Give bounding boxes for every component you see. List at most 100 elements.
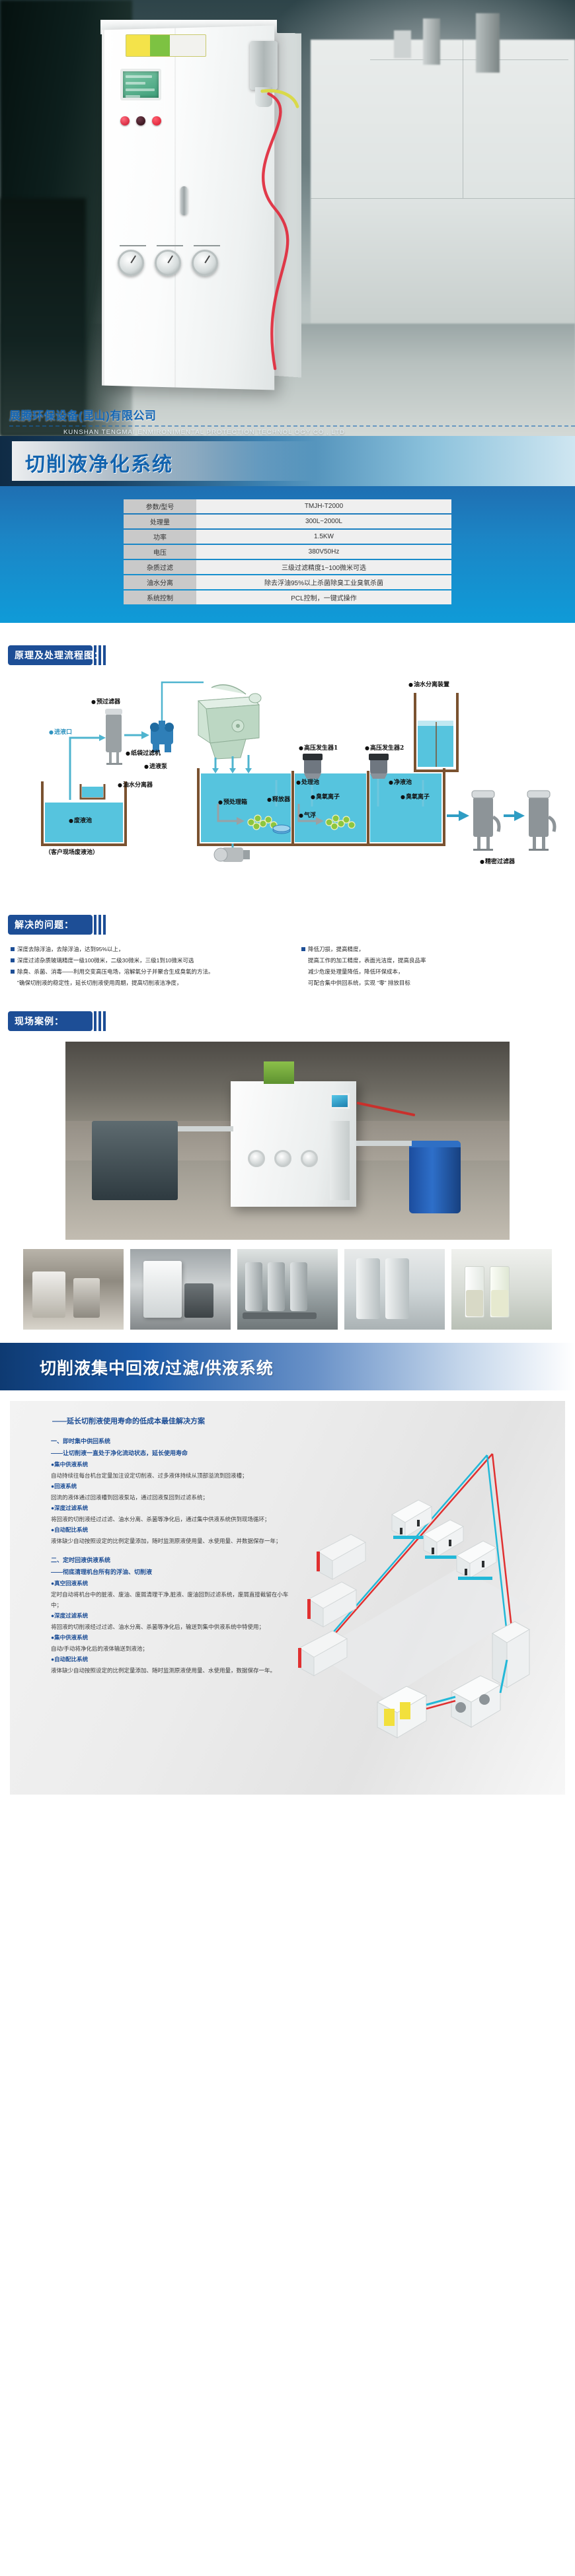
air-filter-unit [250, 41, 278, 90]
case-gauge-1 [248, 1150, 265, 1167]
bottom-item-desc: 自动持续往每台机台定量加注设定切削液、过多液体持续从顶部溢流到回液槽； [51, 1472, 248, 1479]
case-thumb-4[interactable] [344, 1249, 445, 1330]
bottom-item-title: ●真空回液系统 [51, 1580, 89, 1587]
indicator-lamp [136, 116, 145, 125]
company-divider [9, 425, 575, 427]
case-thumb-5[interactable] [451, 1249, 552, 1330]
section-header-problems: 解决的问题： [8, 915, 107, 935]
flow-label-pre-filter: 预过滤器 [91, 697, 120, 705]
bottom-content: ——延长切削液使用寿命的低成本最佳解决方案 一、即时集中供回系统 ——让切削液一直… [10, 1401, 565, 1795]
bottom-item-desc: 定时自动将机台中的脏液、废油、废屑清理干净,脏液、废油回到过滤系统，废屑直接截留… [51, 1591, 289, 1608]
wall-seam [370, 59, 568, 60]
flow-label-paper-bag-filter: 纸袋过滤机 [126, 748, 161, 757]
bottom-text-column: 一、即时集中供回系统——让切削液一直处于净化流动状态，延长使用寿命●集中供液系统… [10, 1435, 294, 1779]
flow-label-inlet: 进液口 [49, 727, 72, 736]
case-waste-tank [92, 1121, 178, 1200]
case-thumb-2[interactable] [130, 1249, 231, 1330]
spec-value-cell: 除去浮油95%以上杀菌除臭工业臭氧杀菌 [196, 575, 451, 589]
page-title: 切削液净化系统 [25, 454, 173, 476]
rear-cylinder [423, 18, 440, 65]
spec-key-cell: 系统控制 [124, 590, 196, 604]
list-item-label: 除臭、杀菌、消毒——利用交变高压电场，溶解氧分子并聚合生成臭氧的方法。 [17, 968, 214, 975]
bottom-item-title: ●深度过滤系统 [51, 1505, 89, 1511]
flow-label-hv-generator-2: 高压发生器2 [365, 743, 404, 752]
section-header-cases-label: 现场案例： [15, 1016, 64, 1026]
company-name-en: KUNSHAN TENGMAI ENMIRONIMENTAL PROTECTIO… [63, 429, 346, 436]
list-item: 除臭、杀菌、消毒——利用交变高压电场，溶解氧分子并聚合生成臭氧的方法。 [11, 966, 278, 978]
flow-label-precision-filter: 精密过滤器 [480, 857, 515, 865]
control-buttons[interactable] [120, 116, 161, 125]
bottom-item-title: ●自动配比系统 [51, 1656, 89, 1663]
case-side-column [330, 1121, 350, 1200]
flow-label-ozone-ion-1: 臭氧离子 [311, 792, 340, 801]
spec-value-cell: 300L~2000L [196, 515, 451, 528]
hero-photo: 展腾环保设备(昆山)有限公司 KUNSHAN TENGMAI ENMIRONIM… [0, 0, 575, 436]
hmi-screen[interactable] [120, 69, 161, 100]
emergency-stop-button[interactable] [120, 116, 130, 125]
flow-label-clean-pool: 净液池 [389, 777, 412, 786]
bottom-block-heading: 一、即时集中供回系统 [51, 1438, 111, 1445]
table-row: 杂质过滤三级过滤精度1~100微米可选 [124, 560, 451, 574]
iso-diagram-svg [298, 1453, 532, 1738]
bottom-item-desc: 将回液的切削液经过过滤、油水分离、杀菌等净化后，输送到集中供液系统中特使用； [51, 1624, 265, 1630]
case-thumbnail-row [23, 1249, 552, 1330]
list-item-label: 提高工作的加工精度，表面光洁度，提高良品率 [308, 957, 426, 964]
table-row: 油水分离除去浮油95%以上杀菌除臭工业臭氧杀菌 [124, 575, 451, 589]
flow-label-oil-water-separator: 油水分离器 [118, 780, 153, 789]
list-item-label: "确保切削液的稳定性，延长切削液使用周期，提高切削液洁净度， [17, 980, 182, 986]
process-flow-diagram: 油水分离装置 高压发生器1 高压发生器2 纸袋过滤机 预过滤器 进液口 进液泵 … [0, 674, 575, 892]
bottom-item-desc: 将回液的切削液经过过滤、油水分离、杀菌等净化后，通过集中供液系统供到现场循环； [51, 1516, 270, 1522]
rear-box [394, 30, 411, 58]
case-gauge-3 [301, 1150, 318, 1167]
spec-key-cell: 油水分离 [124, 575, 196, 589]
problems-left-column: 深度去除浮油，去除浮油，达到95%以上， 深度过滤杂质玻璃精度一级100微米，二级… [11, 944, 278, 989]
case-green-box [264, 1061, 294, 1084]
case-purifier-unit [231, 1081, 356, 1207]
problems-columns: 深度去除浮油，去除浮油，达到95%以上， 深度过滤杂质玻璃精度一级100微米，二级… [0, 935, 575, 989]
cabinet-door-handle[interactable] [180, 186, 188, 215]
list-item-label: 深度去除浮油，去除浮油，达到95%以上， [17, 946, 124, 952]
flow-label-hv-generator-1: 高压发生器1 [299, 743, 338, 752]
bullet-square-icon [11, 947, 15, 951]
spec-key-cell: 杂质过滤 [124, 560, 196, 574]
power-button[interactable] [152, 116, 161, 125]
list-item-label: 可配合集中供回系统，实现 “零” 排放目标 [308, 980, 410, 986]
bottom-item-desc: 自动/手动将净化后的液体输送到液池； [51, 1645, 148, 1652]
flow-label-air-flotation: 气浮 [299, 810, 316, 819]
list-item: 降低刀损，提高精度， [301, 944, 568, 955]
spec-key-cell: 功率 [124, 530, 196, 544]
flow-label-pretreat-tank: 预处理箱 [218, 797, 247, 806]
list-item: 提高工作的加工精度，表面光洁度，提高良品率 [301, 955, 568, 966]
company-band: 展腾环保设备(昆山)有限公司 KUNSHAN TENGMAI ENMIRONIM… [0, 402, 575, 436]
case-thumb-3[interactable] [237, 1249, 338, 1330]
case-main-photo [65, 1042, 510, 1240]
machine-label-panel [126, 34, 206, 57]
problems-right-column: 降低刀损，提高精度， 提高工作的加工精度，表面光洁度，提高良品率减少危废处理量降低… [278, 944, 568, 989]
list-item: 深度去除浮油，去除浮油，达到95%以上， [11, 944, 278, 955]
list-item-label: 减少危废处理量降低，降低环保成本， [308, 968, 404, 975]
bottom-item-title: ●自动配比系统 [51, 1526, 89, 1533]
flow-label-waste-pit: 废液池 [69, 816, 92, 824]
bottom-headline: ——延长切削液使用寿命的低成本最佳解决方案 [52, 1417, 205, 1425]
rear-cylinder-2 [476, 13, 500, 73]
pressure-gauges [118, 245, 220, 276]
company-name-cn: 展腾环保设备(昆山)有限公司 [9, 410, 157, 422]
case-pipe-1 [178, 1126, 233, 1131]
bottom-block-subheading: ——让切削液一直处于净化流动状态，延长使用寿命 [51, 1450, 188, 1456]
bottom-banner: 切削液集中回液/过滤/供液系统 [0, 1343, 575, 1390]
bullet-square-icon [11, 970, 15, 974]
list-item: 可配合集中供回系统，实现 “零” 排放目标 [301, 978, 568, 989]
case-thumb-1[interactable] [23, 1249, 124, 1330]
flow-label-ozone-ion-2: 臭氧离子 [401, 792, 430, 801]
list-item-label: 深度过滤杂质玻璃精度一级100微米，二级30微米，三级1到10微米可选 [17, 957, 194, 964]
spec-value-cell: PCL控制，一键式操作 [196, 590, 451, 604]
pressure-gauge-1 [118, 245, 146, 276]
spec-value-cell: 380V50Hz [196, 545, 451, 559]
bottom-item-desc: 液体缺少自动按照设定的比例定量添加、随时监测原液使用量、水使用量，数据保存一年。 [51, 1667, 276, 1674]
hero-back-wall [311, 40, 575, 324]
flow-diagram-svg [41, 681, 556, 862]
